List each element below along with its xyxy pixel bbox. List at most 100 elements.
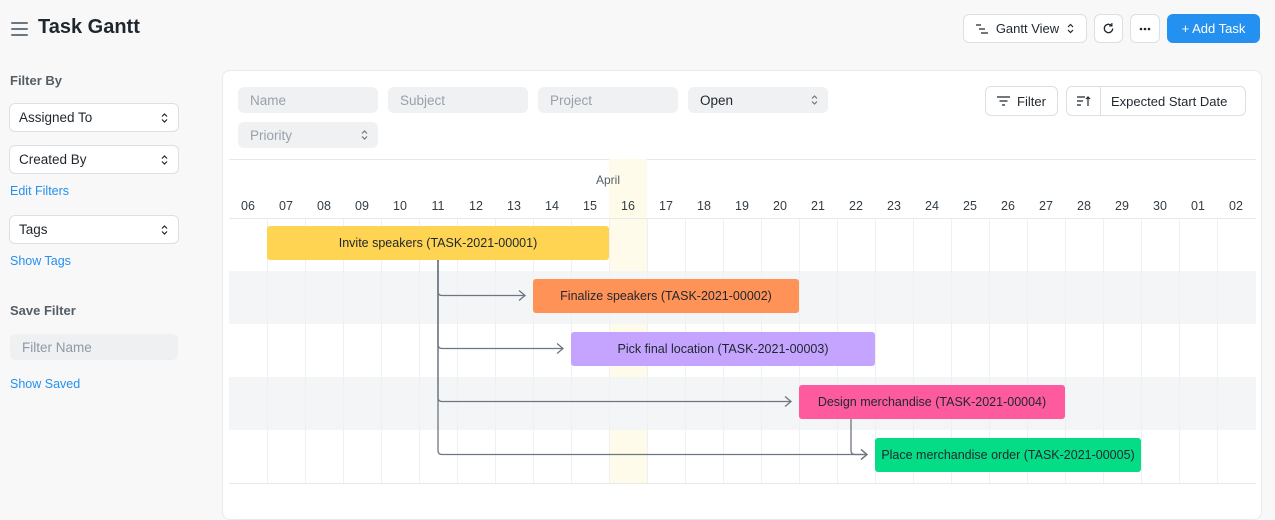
gantt-view-icon <box>975 23 988 34</box>
updown-icon <box>811 95 818 105</box>
day-label: 08 <box>317 199 331 213</box>
day-label: 29 <box>1115 199 1129 213</box>
grid-column-line <box>1027 218 1028 483</box>
dependency-line <box>437 259 525 297</box>
created-by-label: Created By <box>19 152 87 167</box>
gantt-top-divider <box>229 159 1256 160</box>
arrowhead-icon <box>518 290 527 301</box>
subject-filter-input[interactable] <box>388 87 528 113</box>
day-label: 07 <box>279 199 293 213</box>
refresh-icon <box>1103 23 1114 34</box>
grid-column-line <box>875 218 876 483</box>
day-label: 21 <box>811 199 825 213</box>
arrowhead-icon <box>784 396 793 407</box>
show-tags-link[interactable]: Show Tags <box>10 254 71 268</box>
day-label: 14 <box>545 199 559 213</box>
sort-icon <box>1076 95 1090 106</box>
sort-direction-button[interactable] <box>1067 87 1101 115</box>
arrowhead-icon <box>556 343 565 354</box>
grid-row-line <box>229 483 1256 484</box>
arrowhead-icon <box>860 449 869 460</box>
status-filter-value: Open <box>700 92 734 108</box>
day-label: 01 <box>1191 199 1205 213</box>
task-bar[interactable]: Design merchandise (TASK-2021-00004) <box>799 384 1065 419</box>
assigned-to-select[interactable]: Assigned To <box>9 103 179 132</box>
page-header: Task Gantt Gantt View + Add Task <box>0 0 1275 58</box>
grid-column-line <box>381 218 382 483</box>
day-label: 12 <box>469 199 483 213</box>
month-label: April <box>596 173 621 187</box>
gantt-row <box>229 377 1256 430</box>
sort-control: Expected Start Date <box>1066 86 1246 116</box>
grid-column-line <box>1179 218 1180 483</box>
gantt-card: Open Priority Filter Expected Start Date… <box>222 70 1262 520</box>
created-by-select[interactable]: Created By <box>9 145 179 174</box>
day-label: 26 <box>1001 199 1015 213</box>
dependency-line <box>437 259 867 456</box>
grid-column-line <box>1141 218 1142 483</box>
grid-column-line <box>989 218 990 483</box>
day-label: 20 <box>773 199 787 213</box>
day-label: 22 <box>849 199 863 213</box>
save-filter-heading: Save Filter <box>10 303 76 318</box>
add-task-button[interactable]: + Add Task <box>1167 14 1260 43</box>
day-label: 27 <box>1039 199 1053 213</box>
edit-filters-link[interactable]: Edit Filters <box>10 184 70 198</box>
grid-column-line <box>419 218 420 483</box>
project-filter-input[interactable] <box>538 87 678 113</box>
grid-column-line <box>1103 218 1104 483</box>
updown-icon <box>1067 23 1074 34</box>
grid-column-line <box>343 218 344 483</box>
priority-filter-select[interactable]: Priority <box>238 122 378 148</box>
grid-column-line <box>457 218 458 483</box>
status-filter-select[interactable]: Open <box>688 87 828 113</box>
day-label: 19 <box>735 199 749 213</box>
day-label: 25 <box>963 199 977 213</box>
day-label: 28 <box>1077 199 1091 213</box>
view-switcher-label: Gantt View <box>995 21 1060 36</box>
grid-column-line <box>913 218 914 483</box>
grid-column-line <box>533 218 534 483</box>
day-label: 10 <box>393 199 407 213</box>
refresh-button[interactable] <box>1094 14 1123 43</box>
updown-icon <box>361 130 368 140</box>
grid-row-line <box>229 218 1256 219</box>
day-label: 15 <box>583 199 597 213</box>
priority-filter-placeholder: Priority <box>250 127 293 143</box>
dependency-arrows <box>437 259 869 460</box>
grid-column-line <box>495 218 496 483</box>
task-bar[interactable]: Finalize speakers (TASK-2021-00002) <box>533 278 799 313</box>
day-label: 17 <box>659 199 673 213</box>
day-label: 09 <box>355 199 369 213</box>
view-switcher-button[interactable]: Gantt View <box>963 14 1087 43</box>
updown-icon <box>161 113 168 123</box>
day-label: 06 <box>241 199 255 213</box>
hamburger-icon[interactable] <box>11 22 28 36</box>
ellipsis-icon <box>1139 27 1151 30</box>
day-label: 13 <box>507 199 521 213</box>
day-label: 02 <box>1229 199 1243 213</box>
name-filter-input[interactable] <box>238 87 378 113</box>
updown-icon <box>161 155 168 165</box>
day-label: 24 <box>925 199 939 213</box>
task-bar[interactable]: Place merchandise order (TASK-2021-00005… <box>875 437 1141 472</box>
dependency-line <box>850 418 867 456</box>
page-title: Task Gantt <box>38 16 140 38</box>
updown-icon <box>161 225 168 235</box>
more-options-button[interactable] <box>1130 14 1160 43</box>
task-bar[interactable]: Pick final location (TASK-2021-00003) <box>571 331 875 366</box>
show-saved-link[interactable]: Show Saved <box>10 377 81 391</box>
filter-icon <box>997 96 1011 106</box>
grid-column-line <box>1065 218 1066 483</box>
filter-button[interactable]: Filter <box>985 86 1058 116</box>
grid-column-line <box>305 218 306 483</box>
day-label: 23 <box>887 199 901 213</box>
assigned-to-label: Assigned To <box>19 110 93 125</box>
filter-name-input[interactable] <box>10 334 178 360</box>
grid-column-line <box>1217 218 1218 483</box>
grid-column-line <box>267 218 268 483</box>
sort-field-label[interactable]: Expected Start Date <box>1111 93 1228 109</box>
task-bar[interactable]: Invite speakers (TASK-2021-00001) <box>267 225 609 260</box>
tags-select[interactable]: Tags <box>9 215 179 244</box>
